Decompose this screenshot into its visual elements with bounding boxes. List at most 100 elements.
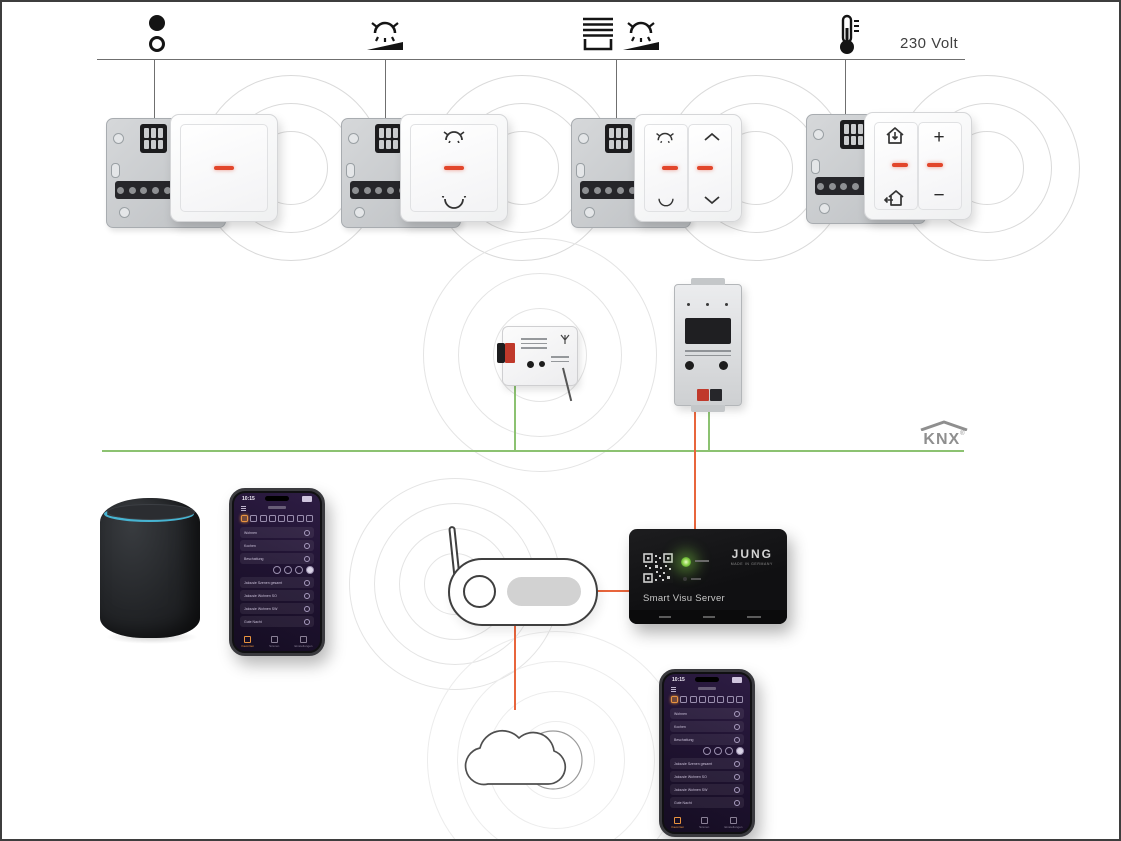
home-icon — [674, 817, 682, 824]
wifi-router — [448, 558, 598, 626]
knx-rf-actuator-bus-line — [514, 384, 516, 450]
app-row-list: Wohnen Kochen Beschattung Jalousie Szene… — [664, 705, 750, 808]
app-row[interactable]: Jalousie Szenen gesamt — [670, 758, 744, 769]
knx-rf-actuator — [497, 326, 578, 386]
toggle-button-row — [670, 747, 744, 755]
din-tab — [691, 278, 725, 285]
toggle-button[interactable] — [736, 747, 744, 755]
insert-hole — [813, 129, 824, 140]
status-bar: 10:15 — [664, 674, 750, 683]
thermostat-icon — [840, 14, 859, 54]
actuator-terminal — [497, 343, 505, 363]
app-row[interactable]: Jalousie Wohnen SW — [240, 603, 314, 614]
toggle-button[interactable] — [295, 566, 303, 574]
battery-icon — [732, 677, 742, 683]
power-drop — [616, 59, 617, 122]
tab-scenes[interactable]: Szenen — [699, 817, 709, 829]
toggle-button[interactable] — [273, 566, 281, 574]
app-row[interactable]: Jalousie Wohnen SO — [240, 590, 314, 601]
toggle-button[interactable] — [703, 747, 711, 755]
tab-scenes[interactable]: Szenen — [269, 636, 279, 648]
server-name-label: Smart Visu Server — [643, 593, 726, 604]
category-icon[interactable] — [287, 515, 295, 522]
plus-symbol: + — [933, 127, 945, 148]
server-small-led-label — [691, 578, 701, 580]
insert-connector — [605, 124, 632, 153]
app-screen: 10:15 Wohnen Kochen Beschattung — [234, 493, 320, 651]
switch-led — [927, 163, 943, 167]
category-icon[interactable] — [250, 515, 258, 522]
toggle-button[interactable] — [725, 747, 733, 755]
category-icon[interactable] — [717, 696, 725, 703]
app-row[interactable]: Kochen — [240, 540, 314, 551]
category-icon[interactable] — [278, 515, 286, 522]
insert-hole — [119, 207, 130, 218]
light-brighter-icon — [443, 131, 465, 143]
minus-symbol: − — [933, 185, 945, 206]
tab-favorites[interactable]: Favoriten — [242, 636, 254, 648]
server-led-label — [695, 560, 709, 562]
app-row[interactable]: Gute Nacht — [670, 797, 744, 808]
category-icon[interactable] — [296, 515, 304, 522]
switch-led — [444, 166, 464, 170]
row-icon — [304, 542, 310, 549]
media-coupler — [674, 278, 742, 412]
tab-favorites[interactable]: Favoriten — [672, 817, 684, 829]
tab-settings[interactable]: Einstellungen — [724, 817, 742, 829]
light-brighter-icon — [656, 132, 674, 143]
row-icon — [734, 799, 740, 806]
wall-switch-dimmer-shutter — [634, 114, 742, 222]
app-row[interactable]: Jalousie Szenen gesamt — [240, 577, 314, 588]
category-icon[interactable] — [680, 696, 688, 703]
home-icon — [244, 636, 252, 643]
chevron-up-icon — [704, 132, 720, 141]
category-icon[interactable] — [708, 696, 716, 703]
category-icon[interactable] — [305, 515, 313, 522]
app-row[interactable]: Kochen — [670, 721, 744, 732]
insert-connector — [140, 124, 167, 153]
row-icon — [734, 786, 740, 793]
status-time: 10:15 — [672, 677, 685, 683]
radio-arcs — [423, 238, 657, 472]
actuator-button — [539, 361, 545, 367]
toggle-button[interactable] — [284, 566, 292, 574]
category-icon[interactable] — [735, 696, 743, 703]
menu-icon[interactable] — [241, 506, 246, 512]
category-icon[interactable] — [698, 696, 706, 703]
tab-settings[interactable]: Einstellungen — [294, 636, 312, 648]
app-row[interactable]: Wohnen — [240, 527, 314, 538]
app-row[interactable]: Gute Nacht — [240, 616, 314, 627]
power-label: 230 Volt — [900, 35, 959, 52]
toggle-button[interactable] — [306, 566, 314, 574]
app-nav — [234, 505, 320, 512]
switch-led — [662, 166, 678, 170]
app-row[interactable]: Beschattung — [670, 734, 744, 745]
app-row[interactable]: Jalousie Wohnen SO — [670, 771, 744, 782]
category-icon-row — [234, 510, 320, 524]
row-icon — [734, 773, 740, 780]
app-row[interactable]: Wohnen — [670, 708, 744, 719]
toggle-button[interactable] — [714, 747, 722, 755]
smart-visu-server: JUNG MADE IN GERMANY Smart Visu Server — [629, 529, 787, 624]
category-icon[interactable] — [259, 515, 267, 522]
coupler-knx-terminal-red — [697, 389, 709, 401]
wall-switch-scene: + − — [864, 112, 972, 220]
coupler-button — [719, 361, 728, 370]
app-row[interactable]: Beschattung — [240, 553, 314, 564]
port-label — [703, 616, 715, 618]
category-icon[interactable] — [689, 696, 697, 703]
actuator-print — [521, 335, 547, 352]
category-icon-active[interactable] — [671, 696, 678, 703]
menu-icon[interactable] — [671, 687, 676, 693]
app-row[interactable]: Jalousie Wohnen SW — [670, 784, 744, 795]
power-line — [97, 59, 965, 60]
leave-home-icon — [883, 190, 904, 206]
category-icon-active[interactable] — [241, 515, 248, 522]
switch-led — [697, 166, 713, 170]
category-icon[interactable] — [726, 696, 734, 703]
coupler-led — [687, 303, 690, 306]
server-front-strip — [629, 610, 787, 624]
app-row-list: Wohnen Kochen Beschattung Jalousie Szene… — [234, 524, 320, 627]
category-icon[interactable] — [268, 515, 276, 522]
